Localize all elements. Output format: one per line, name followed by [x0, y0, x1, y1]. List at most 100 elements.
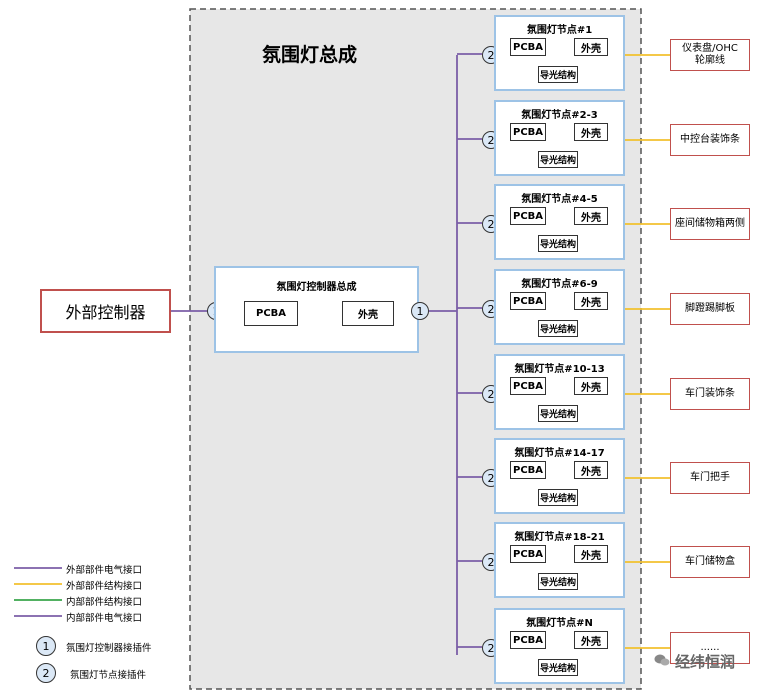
node-shell-label: 外壳 [581, 466, 601, 478]
node-pcba: PCBA [510, 377, 546, 395]
node-pcba: PCBA [510, 545, 546, 563]
legend-connector-label: 氛围灯节点接插件 [70, 670, 147, 681]
node-pcba-label: PCBA [512, 548, 544, 560]
target-location-label: 仪表盘/OHC 轮廓线 [682, 43, 738, 66]
node-light-guide: 导光结构 [538, 489, 578, 506]
target-location-box: 中控台装饰条 [670, 124, 750, 156]
node-pcba-label: PCBA [512, 41, 544, 53]
node-pcba-label: PCBA [512, 126, 544, 138]
target-location-label: ...... [700, 642, 720, 653]
node-shell-label: 外壳 [581, 636, 601, 648]
node-box: 氛围灯节点#N PCBA 外壳导光结构 [494, 608, 625, 684]
connector-symbol: 2 [487, 48, 495, 62]
node-pcba-label: PCBA [512, 380, 544, 392]
node-shell: 外壳 [574, 38, 608, 56]
connector-symbol: 2 [487, 302, 495, 316]
node-title: 氛围灯节点#N [526, 618, 593, 629]
controller-assembly-box: 氛围灯控制器总成 PCBA 外壳 [214, 266, 419, 353]
node-title: 氛围灯节点#4-5 [521, 194, 598, 205]
connector-symbol: 2 [487, 387, 495, 401]
target-location-box: ...... [670, 632, 750, 664]
node-light-guide-label: 导光结构 [539, 156, 576, 166]
node-light-guide-label: 导光结构 [539, 494, 576, 504]
node-light-guide: 导光结构 [538, 320, 578, 337]
controller-pcba: PCBA [244, 301, 298, 326]
node-light-guide-label: 导光结构 [539, 240, 576, 250]
node-shell: 外壳 [574, 207, 608, 225]
node-pcba: PCBA [510, 461, 546, 479]
target-location-box: 仪表盘/OHC 轮廓线 [670, 39, 750, 71]
legend-lines [14, 567, 62, 617]
legend-connector-symbol: 2 [42, 666, 50, 680]
node-light-guide: 导光结构 [538, 66, 578, 83]
connector-symbol: 1 [416, 304, 424, 318]
node-shell: 外壳 [574, 123, 608, 141]
target-location-label: 中控台装饰条 [680, 134, 740, 145]
node-light-guide-label: 导光结构 [539, 410, 576, 420]
node-title: 氛围灯节点#18-21 [514, 532, 605, 543]
node-shell: 外壳 [574, 461, 608, 479]
controller-connector-out: 1 [411, 302, 429, 320]
connector-symbol: 2 [487, 641, 495, 655]
node-shell-label: 外壳 [581, 382, 601, 394]
legend-connector-2-icon: 2 [36, 663, 56, 683]
target-location-label: 车门储物盒 [685, 556, 735, 567]
node-light-guide: 导光结构 [538, 659, 578, 676]
legend-connector-1-icon: 1 [36, 636, 56, 656]
node-light-guide-label: 导光结构 [539, 325, 576, 335]
legend-label: 内部部件电气接口 [66, 613, 143, 624]
node-light-guide: 导光结构 [538, 405, 578, 422]
legend-connector-symbol: 1 [42, 639, 50, 653]
connector-symbol: 2 [487, 133, 495, 147]
connector-symbol: 2 [487, 555, 495, 569]
legend-label: 外部部件电气接口 [66, 565, 143, 576]
node-title: 氛围灯节点#10-13 [514, 364, 605, 375]
target-location-box: 座间储物箱两侧 [670, 208, 750, 240]
connector-symbol: 2 [487, 217, 495, 231]
target-location-box: 车门把手 [670, 462, 750, 494]
assembly-title: 氛围灯总成 [262, 44, 358, 66]
node-shell: 外壳 [574, 631, 608, 649]
target-location-label: 车门把手 [690, 472, 730, 483]
legend-label: 内部部件结构接口 [66, 597, 143, 608]
node-title: 氛围灯节点#6-9 [521, 279, 598, 290]
node-title: 氛围灯节点#2-3 [521, 110, 598, 121]
node-pcba-label: PCBA [512, 295, 544, 307]
node-shell-label: 外壳 [581, 212, 601, 224]
node-pcba: PCBA [510, 38, 546, 56]
external-controller-label: 外部控制器 [65, 303, 146, 322]
node-shell-label: 外壳 [581, 297, 601, 309]
node-pcba-label: PCBA [512, 464, 544, 476]
target-location-label: 车门装饰条 [685, 388, 735, 399]
node-pcba-label: PCBA [512, 634, 544, 646]
controller-pcba-label: PCBA [255, 308, 287, 319]
node-pcba: PCBA [510, 292, 546, 310]
node-light-guide: 导光结构 [538, 151, 578, 168]
connector-symbol: 2 [487, 471, 495, 485]
node-light-guide-label: 导光结构 [539, 664, 576, 674]
node-light-guide-label: 导光结构 [539, 578, 576, 588]
node-title: 氛围灯节点#14-17 [514, 448, 605, 459]
node-light-guide: 导光结构 [538, 573, 578, 590]
node-pcba: PCBA [510, 207, 546, 225]
node-shell: 外壳 [574, 292, 608, 310]
controller-shell-label: 外壳 [358, 310, 378, 321]
node-shell-label: 外壳 [581, 128, 601, 140]
target-location-box: 车门储物盒 [670, 546, 750, 578]
controller-shell: 外壳 [342, 301, 394, 326]
legend-connector-label: 氛围灯控制器接插件 [66, 643, 152, 654]
node-pcba-label: PCBA [512, 210, 544, 222]
node-shell-label: 外壳 [581, 43, 601, 55]
controller-assembly-title: 氛围灯控制器总成 [276, 282, 357, 293]
node-shell: 外壳 [574, 545, 608, 563]
target-location-box: 脚蹬踢脚板 [670, 293, 750, 325]
node-light-guide: 导光结构 [538, 235, 578, 252]
node-shell: 外壳 [574, 377, 608, 395]
node-light-guide-label: 导光结构 [539, 71, 576, 81]
external-controller-box: 外部控制器 [40, 289, 171, 333]
